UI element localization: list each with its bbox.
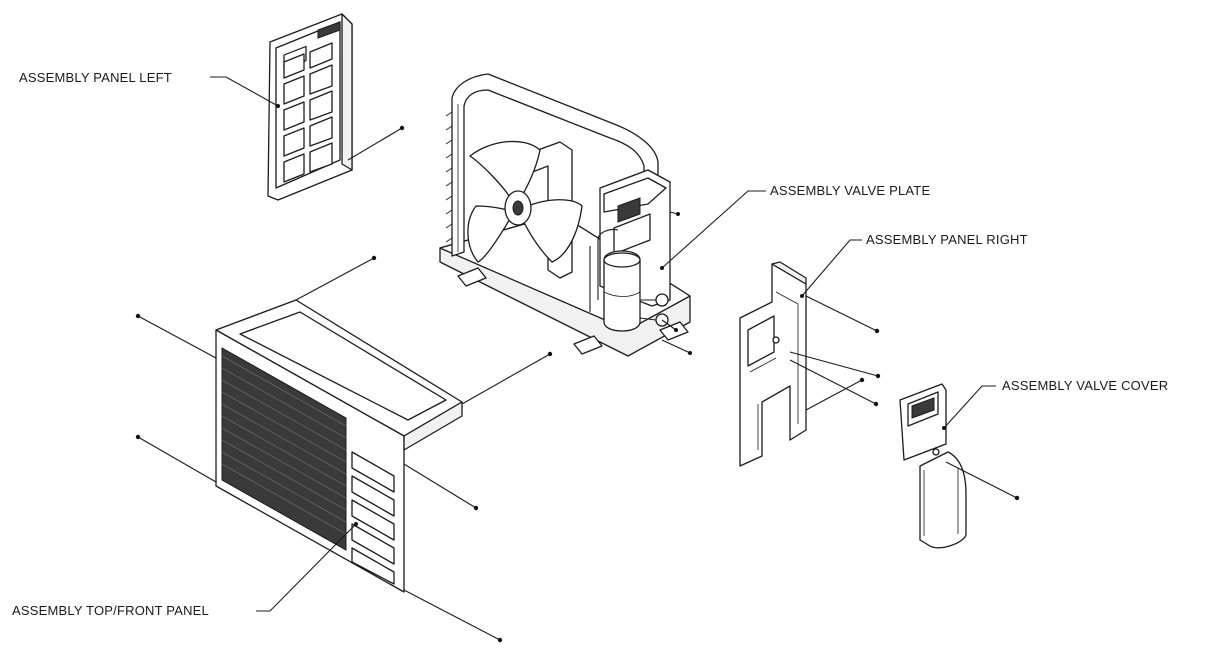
callout-leaders bbox=[210, 76, 996, 612]
chassis-part bbox=[439, 73, 691, 357]
panel-right-part bbox=[739, 261, 807, 467]
panel-left-slots bbox=[283, 42, 333, 183]
label-panel-right: ASSEMBLY PANEL RIGHT bbox=[866, 232, 1028, 247]
front-louvers bbox=[351, 451, 395, 585]
label-valve-cover: ASSEMBLY VALVE COVER bbox=[1002, 378, 1169, 393]
compressor bbox=[589, 228, 641, 332]
top-front-panel-part bbox=[215, 299, 463, 593]
coil-fins bbox=[445, 111, 453, 243]
label-top-front-panel: ASSEMBLY TOP/FRONT PANEL bbox=[12, 603, 209, 618]
explode-lines bbox=[135, 125, 1020, 643]
valve-cover-part bbox=[899, 383, 967, 549]
front-grille-lines bbox=[221, 355, 347, 535]
fan-blades bbox=[467, 140, 583, 263]
label-panel-left: ASSEMBLY PANEL LEFT bbox=[19, 70, 172, 85]
panel-left-part bbox=[267, 13, 353, 201]
label-valve-plate: ASSEMBLY VALVE PLATE bbox=[770, 183, 931, 198]
